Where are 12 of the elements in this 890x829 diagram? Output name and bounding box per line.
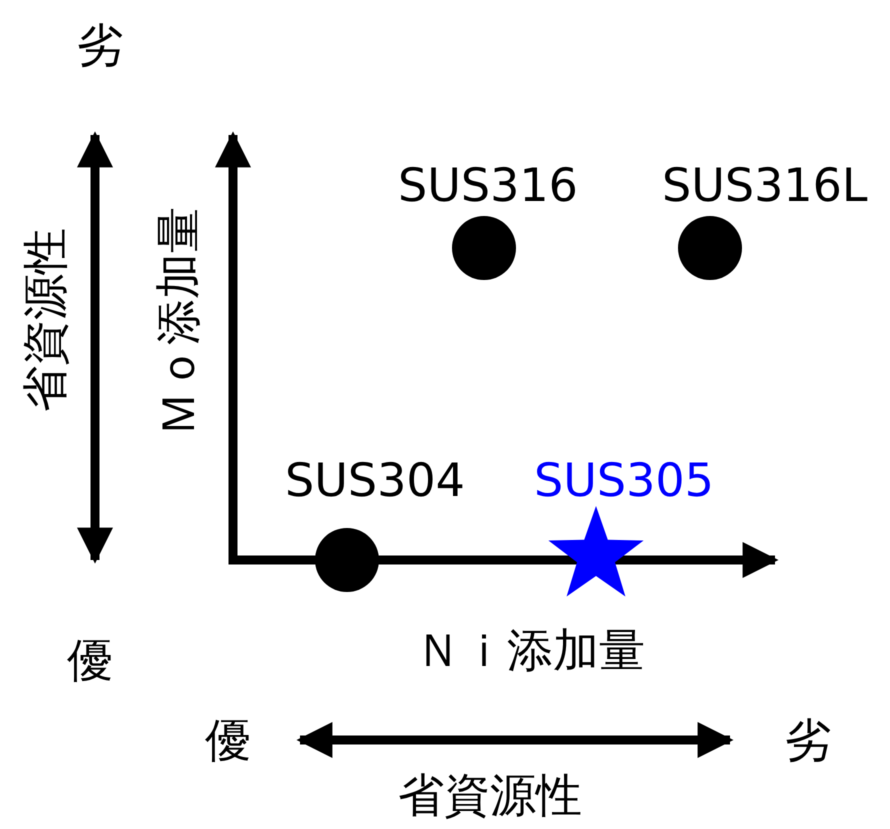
axis-title: Ｍｏ添加量	[155, 207, 201, 437]
point-label: SUS304	[285, 457, 465, 503]
quality-label: 劣	[77, 22, 123, 68]
point-label: SUS316L	[662, 162, 868, 208]
axis-title: 省資源性	[398, 772, 582, 818]
quality-label: 劣	[785, 717, 831, 763]
quality-label: 優	[67, 637, 113, 683]
point-label: SUS305	[534, 457, 714, 503]
point-label: SUS316	[398, 162, 578, 208]
axis-title: Ｎｉ添加量	[415, 627, 645, 673]
quality-label: 優	[205, 717, 251, 763]
axis-title: 省資源性	[22, 228, 68, 412]
